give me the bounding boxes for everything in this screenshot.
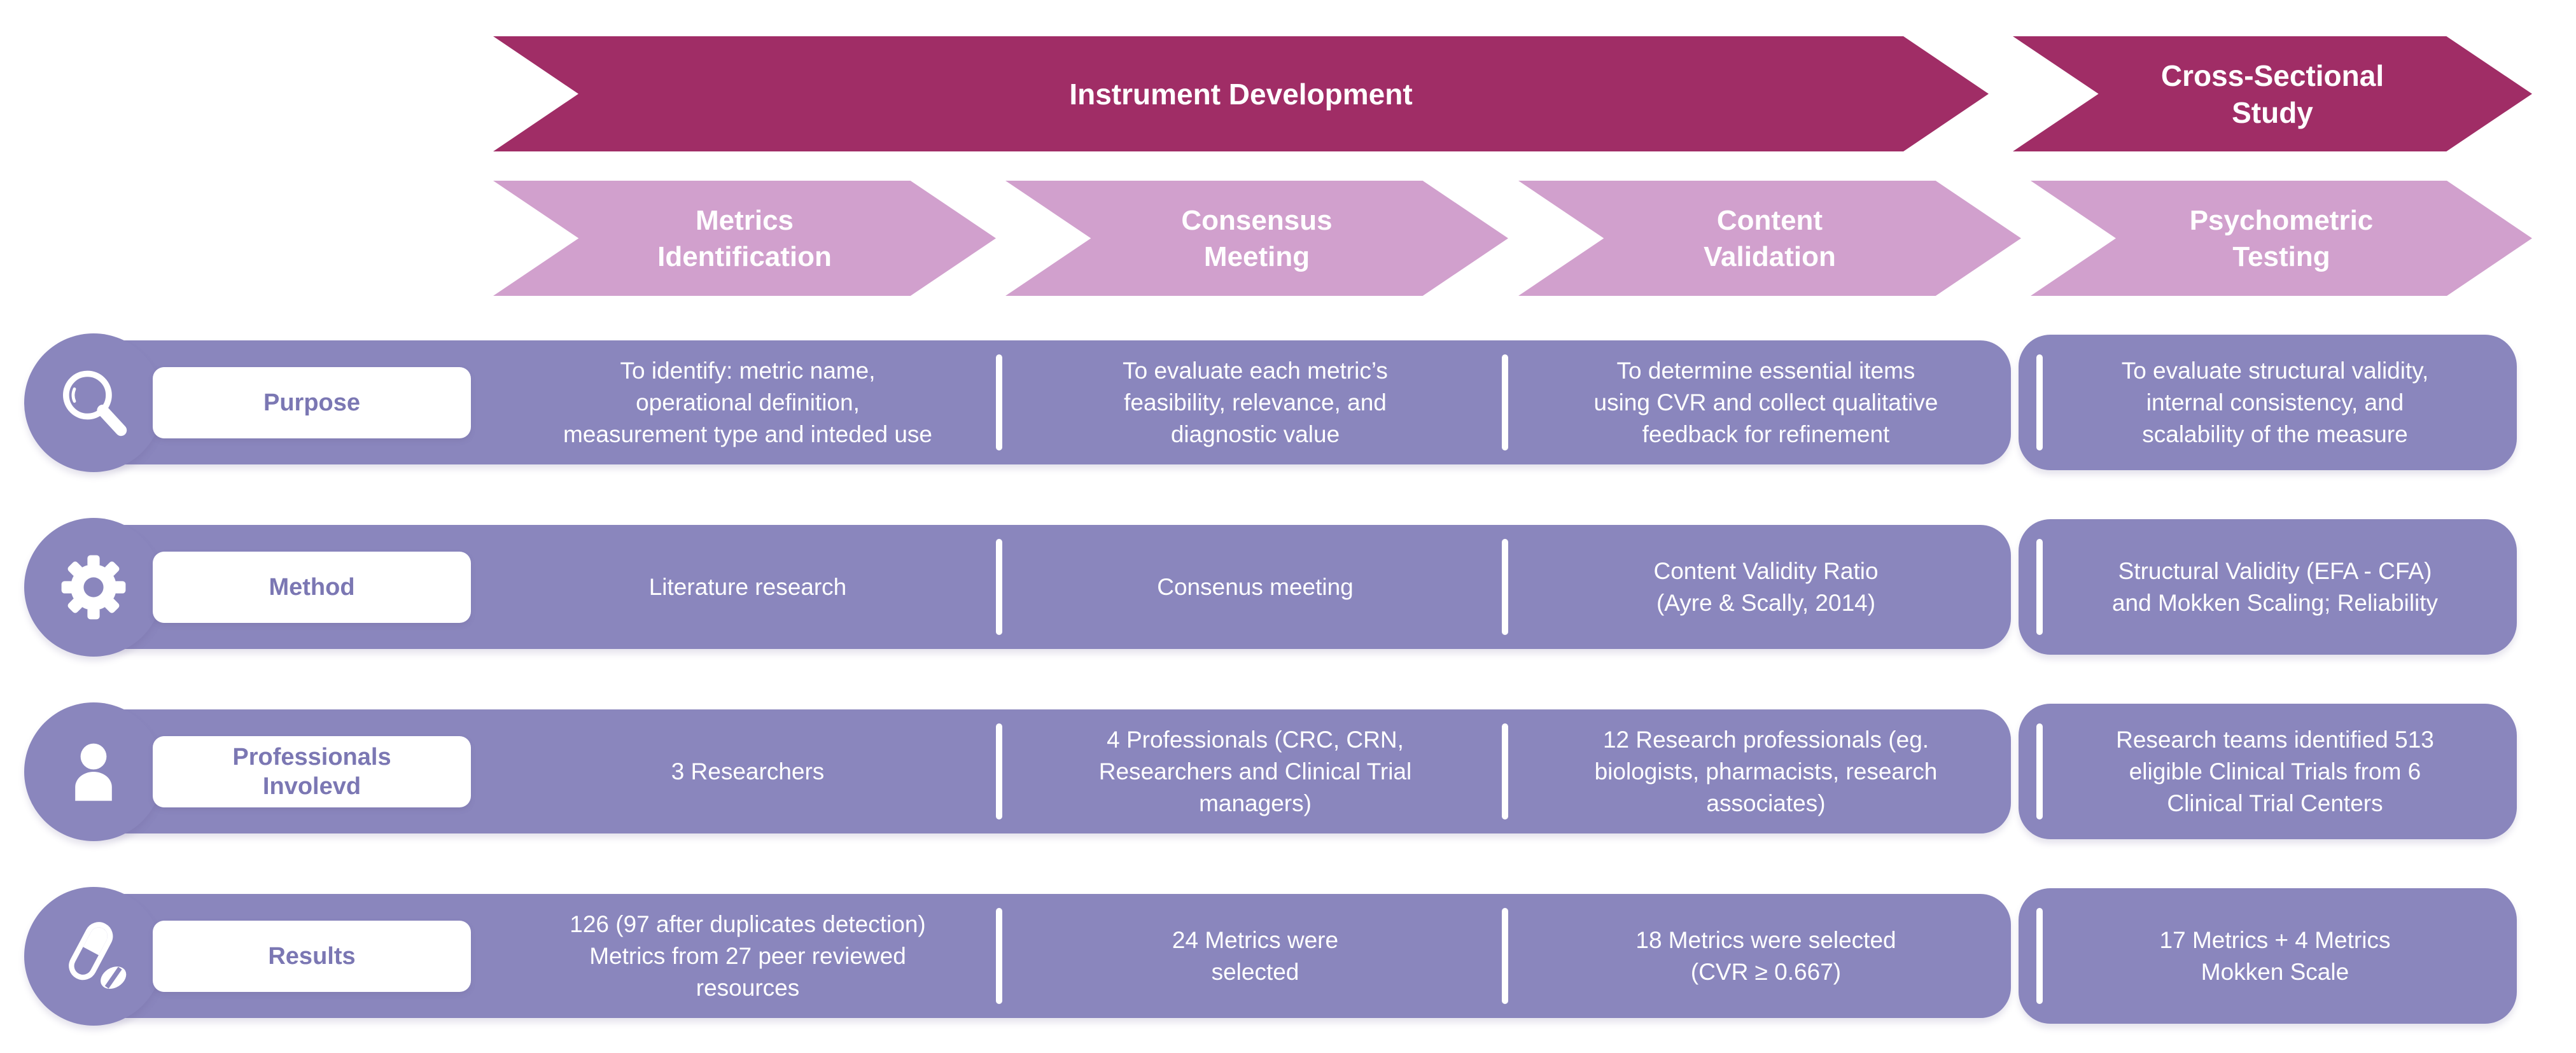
- results-metrics-identification: 126 (97 after duplicates detection) Metr…: [570, 910, 926, 1001]
- method-psychometric-testing: Structural Validity (EFA - CFA) and Mokk…: [2111, 557, 2439, 616]
- pills-icon: [24, 887, 163, 1026]
- row-purpose: Purpose To identify: metric name, operat…: [0, 333, 2576, 472]
- professionals-band-col4: [2019, 704, 2517, 839]
- arrow-instrument-development: Instrument Development: [493, 36, 1989, 151]
- purpose-content-validation: To determine essential items using CVR a…: [1593, 357, 1938, 447]
- separator: [2036, 539, 2043, 635]
- separator: [1502, 354, 1508, 450]
- professionals-content-validation: 12 Research professionals (eg. biologist…: [1594, 726, 1938, 816]
- gear-icon: [24, 518, 163, 657]
- arrow-consensus-meeting: Consensus Meeting: [1005, 181, 1508, 296]
- method-label: Method: [153, 551, 471, 623]
- row-professionals-involved: Professionals Involevd 3 Researchers 4 P…: [0, 702, 2576, 841]
- results-band-col4: [2019, 888, 2517, 1024]
- method-consensus-meeting: Consenus meeting: [1157, 573, 1354, 600]
- separator: [1502, 908, 1508, 1004]
- separator: [2036, 723, 2043, 819]
- arrow-psychometric-testing: Psychometric Testing: [2031, 181, 2532, 296]
- professionals-label: Professionals Involevd: [153, 736, 471, 807]
- arrow-cross-sectional-study: Cross-Sectional Study: [2013, 36, 2532, 151]
- results-content-validation: 18 Metrics were selected (CVR ≥ 0.667): [1635, 926, 1896, 985]
- row-results: Results 126 (97 after duplicates detecti…: [0, 887, 2576, 1026]
- separator: [996, 723, 1002, 819]
- arrow-metrics-identification: Metrics Identification: [493, 181, 996, 296]
- arrow-content-validation: Content Validation: [1518, 181, 2021, 296]
- magnifier-icon: [24, 333, 163, 472]
- method-band-col4: [2019, 519, 2517, 655]
- purpose-psychometric-testing: To evaluate structural validity, interna…: [2121, 357, 2429, 447]
- separator: [996, 354, 1002, 450]
- purpose-consensus-meeting: To evaluate each metric’s feasibility, r…: [1123, 357, 1388, 447]
- separator: [996, 908, 1002, 1004]
- results-consensus-meeting: 24 Metrics were selected: [1172, 926, 1339, 985]
- separator: [996, 539, 1002, 635]
- purpose-band-col4: [2019, 335, 2517, 470]
- purpose-label: Purpose: [153, 366, 471, 438]
- purpose-metrics-identification: To identify: metric name, operational de…: [563, 357, 933, 447]
- method-content-validation: Content Validity Ratio (Ayre & Scally, 2…: [1653, 557, 1879, 616]
- separator: [2036, 908, 2043, 1004]
- professionals-metrics-identification: 3 Researchers: [671, 758, 825, 785]
- method-metrics-identification: Literature research: [648, 573, 847, 600]
- person-icon: [24, 702, 163, 841]
- separator: [1502, 723, 1508, 819]
- separator: [1502, 539, 1508, 635]
- results-psychometric-testing: 17 Metrics + 4 Metrics Mokken Scale: [2159, 926, 2391, 985]
- results-label: Results: [153, 920, 471, 992]
- separator: [2036, 354, 2043, 450]
- professionals-consensus-meeting: 4 Professionals (CRC, CRN, Researchers a…: [1098, 726, 1412, 816]
- professionals-psychometric-testing: Research teams identified 513 eligible C…: [2116, 726, 2434, 816]
- row-method: Method Literature research Consenus meet…: [0, 518, 2576, 657]
